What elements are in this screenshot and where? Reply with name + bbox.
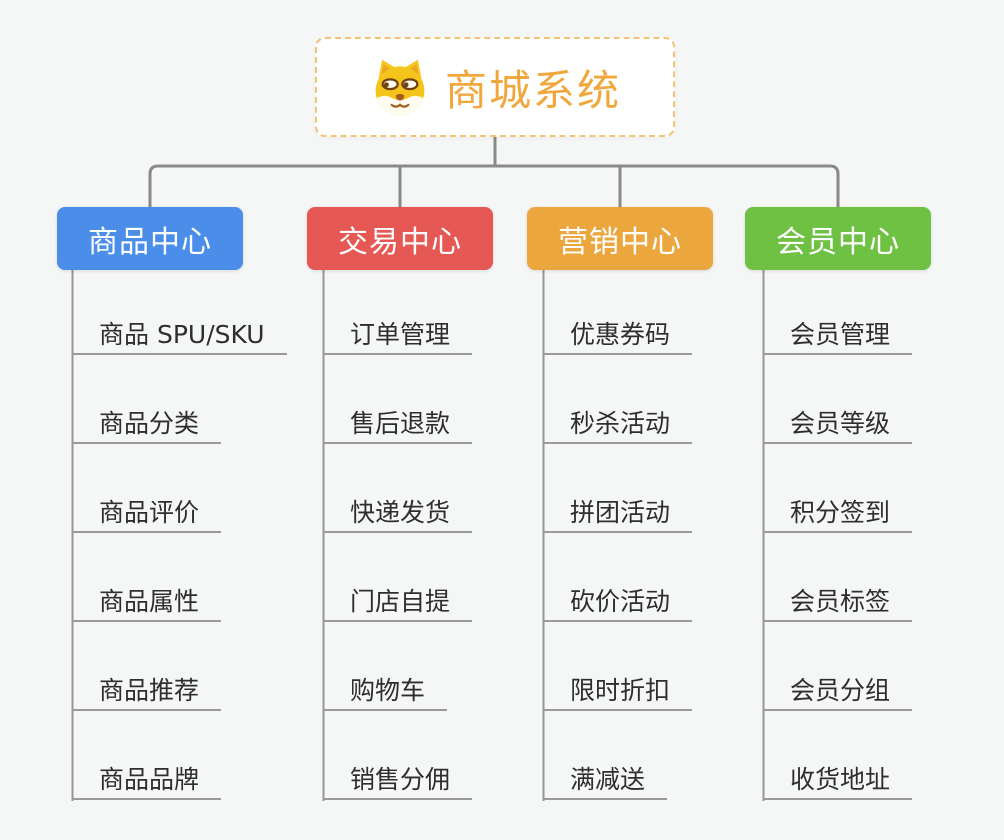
child-node[interactable]: 快递发货 (323, 488, 473, 533)
child-node[interactable]: 会员标签 (763, 577, 913, 622)
branch-node-product[interactable]: 商品中心 (57, 207, 243, 270)
child-node[interactable]: 售后退款 (323, 399, 473, 444)
child-node[interactable]: 会员分组 (763, 666, 913, 711)
child-node[interactable]: 订单管理 (323, 310, 473, 355)
root-title: 商城系统 (444, 65, 621, 115)
child-node[interactable]: 拼团活动 (543, 488, 693, 533)
branch-label: 商品中心 (88, 224, 212, 260)
dog-face-icon (375, 59, 425, 116)
child-node[interactable]: 优惠券码 (543, 310, 693, 355)
child-node[interactable]: 积分签到 (763, 488, 913, 533)
child-node[interactable]: 商品品牌 (72, 755, 222, 800)
child-node[interactable]: 会员管理 (763, 310, 913, 355)
child-node[interactable]: 购物车 (323, 666, 448, 711)
root-node[interactable]: 商城系统 (315, 37, 675, 137)
child-node[interactable]: 商品推荐 (72, 666, 222, 711)
child-node[interactable]: 满减送 (543, 755, 668, 800)
child-node[interactable]: 门店自提 (323, 577, 473, 622)
child-node[interactable]: 商品评价 (72, 488, 222, 533)
child-node[interactable]: 商品 SPU/SKU (72, 310, 287, 355)
child-node[interactable]: 商品分类 (72, 399, 222, 444)
child-node[interactable]: 收货地址 (763, 755, 913, 800)
branch-label: 会员中心 (776, 224, 900, 260)
child-node[interactable]: 会员等级 (763, 399, 913, 444)
branch-label: 交易中心 (338, 224, 462, 260)
branch-node-trade[interactable]: 交易中心 (307, 207, 493, 270)
child-node[interactable]: 销售分佣 (323, 755, 473, 800)
child-node[interactable]: 砍价活动 (543, 577, 693, 622)
branch-node-marketing[interactable]: 营销中心 (527, 207, 713, 270)
child-node[interactable]: 限时折扣 (543, 666, 693, 711)
branch-label: 营销中心 (558, 224, 682, 260)
child-node[interactable]: 商品属性 (72, 577, 222, 622)
branch-node-member[interactable]: 会员中心 (745, 207, 931, 270)
child-node[interactable]: 秒杀活动 (543, 399, 693, 444)
